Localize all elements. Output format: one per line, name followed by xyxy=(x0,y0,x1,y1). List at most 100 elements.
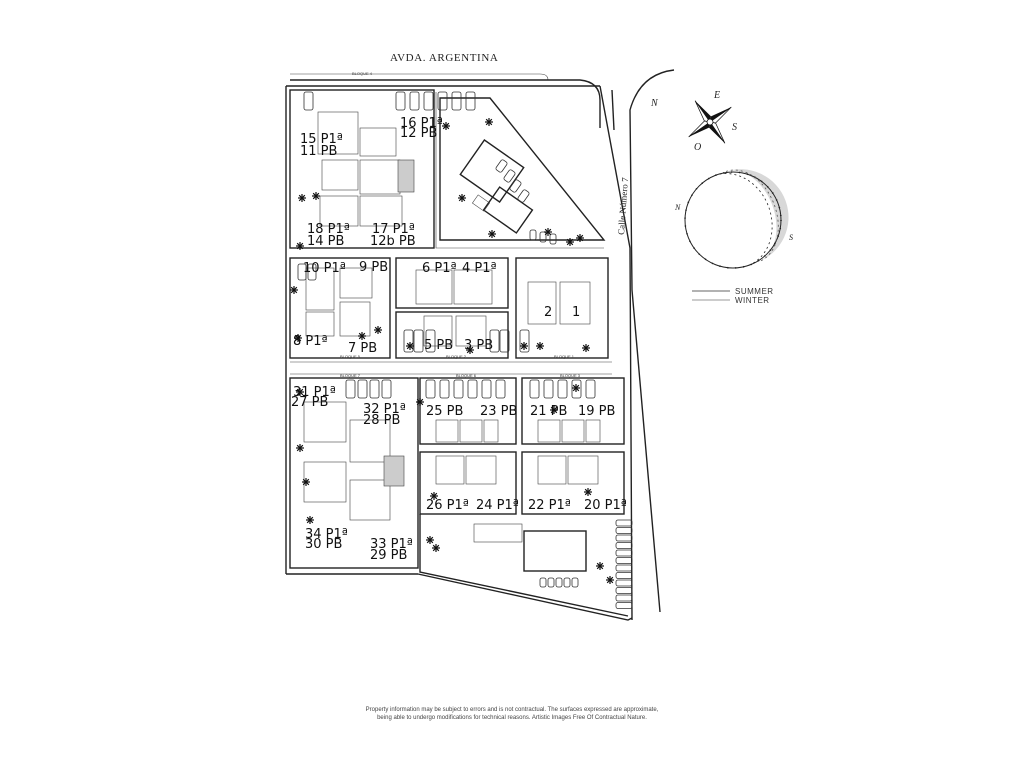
parking-space xyxy=(615,579,633,587)
parking-space xyxy=(529,379,540,399)
unit-label: 24 P1ª xyxy=(476,498,519,513)
sun-legend: SUMMER WINTER xyxy=(692,287,773,305)
parking-space xyxy=(571,379,582,399)
parking-space xyxy=(539,577,547,588)
unit-label: 23 PB xyxy=(480,404,517,419)
unit-label: 27 PB xyxy=(291,395,328,410)
tree-icon xyxy=(606,576,614,584)
parking-space xyxy=(395,91,406,111)
parking-space xyxy=(413,329,424,353)
parking-spaces xyxy=(297,91,633,609)
unit-label: 16 P1ª xyxy=(400,116,443,131)
tree-icon xyxy=(296,242,304,250)
parking-space xyxy=(451,91,462,111)
unit-label: 5 PB xyxy=(424,338,453,353)
tree-icon xyxy=(584,488,592,496)
compass-star-icon xyxy=(688,100,732,144)
parking-space xyxy=(499,329,510,353)
compass-west: O xyxy=(694,142,701,153)
block-label: BLOQUE 7 xyxy=(340,373,361,378)
unit-label: 4 P1ª xyxy=(462,261,497,276)
tree-icon xyxy=(488,230,496,238)
unit-floorplans xyxy=(303,111,601,521)
compass-east: E xyxy=(713,90,720,101)
unit-label: 25 PB xyxy=(426,404,463,419)
disclaimer-line: being able to undergo modifications for … xyxy=(377,715,647,721)
parking-space xyxy=(357,379,368,399)
unit-label: 9 PB xyxy=(359,260,388,275)
tree-icon xyxy=(442,122,450,130)
sun-diagram-south: S xyxy=(789,233,793,242)
parking-space xyxy=(543,379,554,399)
unit-label: 20 P1ª xyxy=(584,498,627,513)
parking-space xyxy=(297,263,307,281)
parking-space xyxy=(549,233,557,245)
parking-space xyxy=(615,602,633,609)
unit-label: 10 P1ª xyxy=(303,261,346,276)
tree-icon xyxy=(576,234,584,242)
parking-space xyxy=(539,231,547,243)
parking-space xyxy=(495,379,506,399)
parking-space xyxy=(409,91,420,111)
parking-space xyxy=(345,379,356,399)
tree-icon xyxy=(312,192,320,200)
parking-space xyxy=(615,594,633,602)
block-label: BLOQUE 5 xyxy=(340,354,361,359)
tree-icon xyxy=(430,492,438,500)
tree-icon xyxy=(432,544,440,552)
parking-space xyxy=(571,577,579,588)
unit-label: 14 PB xyxy=(307,234,344,249)
parking-space xyxy=(467,379,478,399)
tree-icon xyxy=(544,228,552,236)
unit-label: 12b PB xyxy=(370,234,416,249)
parking-space xyxy=(503,169,516,183)
upper-pool-area xyxy=(439,97,606,241)
tree-icon xyxy=(566,238,574,246)
unit-label: 29 PB xyxy=(370,548,407,563)
block-label: BLOQUE 3 xyxy=(560,373,581,378)
tree-icon xyxy=(550,406,558,414)
compass-north: N xyxy=(650,98,659,109)
unit-label: 32 P1ª xyxy=(363,402,406,417)
tree-icon xyxy=(426,536,434,544)
unit-label: 33 P1ª xyxy=(370,537,413,552)
parking-space xyxy=(369,379,380,399)
parking-space xyxy=(437,91,448,111)
compass-rose: N E S O xyxy=(650,90,737,153)
unit-label: 8 P1ª xyxy=(293,334,328,349)
tree-icon xyxy=(582,344,590,352)
parking-space xyxy=(381,379,392,399)
unit-label: 34 P1ª xyxy=(305,527,348,542)
unit-label: 19 PB xyxy=(578,404,615,419)
unit-label: 22 P1ª xyxy=(528,498,571,513)
unit-label: 2 xyxy=(544,305,552,320)
parking-space xyxy=(547,577,555,588)
parking-space xyxy=(423,91,434,111)
parking-space xyxy=(425,379,436,399)
parking-space xyxy=(509,179,522,193)
sun-diagram-north: N xyxy=(674,203,681,212)
block-label: BLOQUE 2 xyxy=(446,354,467,359)
unit-label: 15 P1ª xyxy=(300,132,343,147)
parking-space xyxy=(529,229,537,241)
parking-space xyxy=(615,527,633,534)
legend-winter: WINTER xyxy=(735,296,770,305)
parking-space xyxy=(615,542,633,549)
tree-icon xyxy=(466,346,474,354)
trees xyxy=(290,118,614,584)
parking-space xyxy=(615,587,633,594)
unit-label: 28 PB xyxy=(363,413,400,428)
parking-space xyxy=(615,572,633,579)
unit-label: 18 P1ª xyxy=(307,222,350,237)
tree-icon xyxy=(520,342,528,350)
tree-icon xyxy=(374,326,382,334)
parking-space xyxy=(555,577,563,588)
tree-icon xyxy=(536,342,544,350)
tree-icon xyxy=(306,516,314,524)
tree-icon xyxy=(485,118,493,126)
tree-icon xyxy=(406,342,414,350)
parking-space xyxy=(439,379,450,399)
block-outlines xyxy=(289,89,629,617)
block-label: BLOQUE 1 xyxy=(554,354,575,359)
block-label: BLOQUE 4 xyxy=(352,71,373,76)
